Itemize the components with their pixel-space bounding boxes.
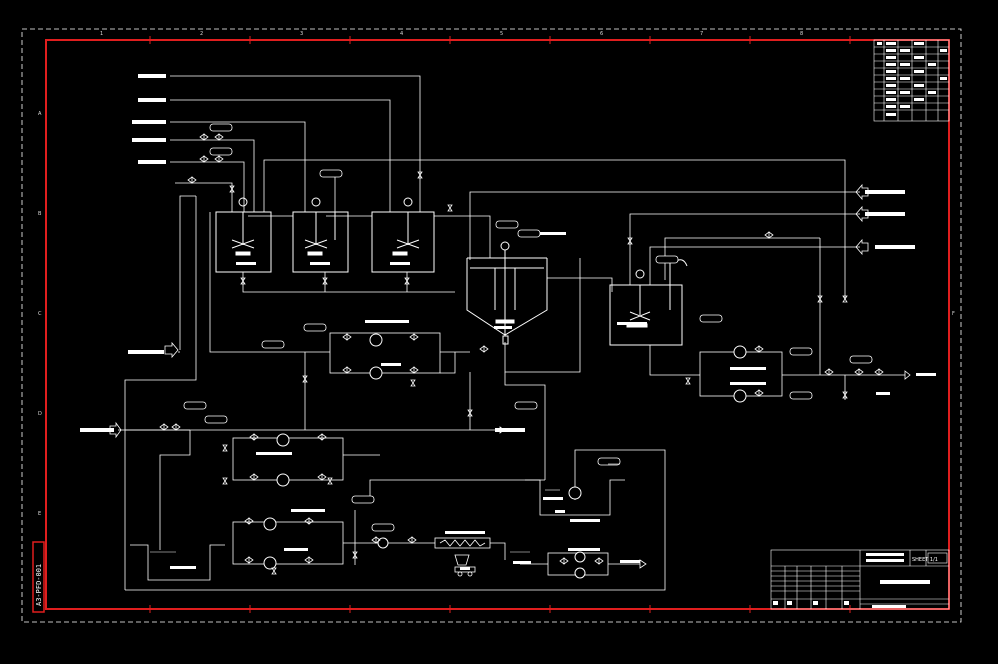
zone-ticks (149, 36, 851, 613)
water-level-marks (150, 463, 620, 553)
instrument-tags (183, 123, 873, 532)
screw-press (439, 539, 486, 577)
vertical-valve-symbols (222, 171, 848, 575)
flow-arrows (109, 183, 911, 569)
mix-tank-2 (292, 197, 349, 273)
zone-col-7: 7 (700, 31, 703, 37)
valve-symbols (159, 133, 884, 565)
equipment-list-fills (877, 42, 947, 116)
drawing-number-stamp-box (32, 541, 45, 613)
mix-tank-3 (371, 197, 435, 273)
title-block-fills (773, 553, 930, 608)
zone-row-f: F (952, 311, 955, 317)
zone-col-5: 5 (500, 31, 503, 37)
zone-col-8: 8 (800, 31, 803, 37)
intermediate-tank (609, 259, 688, 346)
zone-col-3: 3 (300, 31, 303, 37)
clarifier (466, 241, 548, 345)
title-block (770, 549, 950, 610)
pump-symbols (263, 333, 747, 579)
line-label-bars (80, 74, 936, 570)
outer-frame (21, 28, 962, 623)
drawing-border (45, 39, 950, 610)
drawing-number-stamp: A3-PFD-001 (35, 564, 43, 606)
zone-row-a: A (38, 111, 42, 117)
zone-col-2: 2 (200, 31, 203, 37)
sheet-number: SHEET 1/1 (912, 557, 938, 563)
process-lines (118, 75, 905, 591)
zone-row-e: E (38, 511, 41, 517)
zone-col-4: 4 (400, 31, 403, 37)
equipment-list-table (873, 39, 950, 122)
zone-row-c: C (38, 311, 42, 317)
sheet-number-box (927, 552, 948, 564)
zone-col-6: 6 (600, 31, 603, 37)
zone-row-d: D (38, 411, 42, 417)
zone-col-1: 1 (100, 31, 103, 37)
zone-row-b: B (38, 211, 42, 217)
mix-tank-1 (215, 197, 272, 273)
